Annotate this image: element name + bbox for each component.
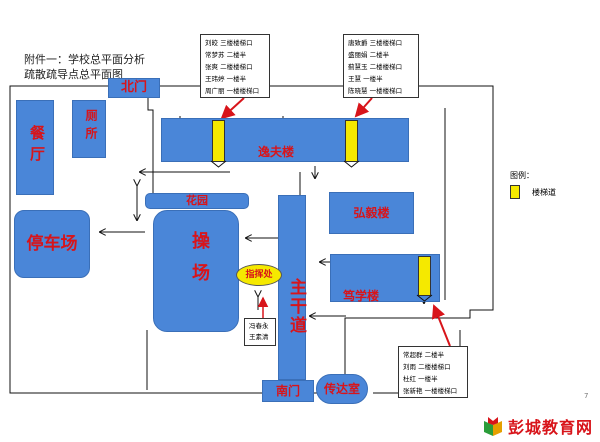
hongyi-label: 弘毅楼 [353, 206, 390, 220]
command-post: 指挥处 [236, 264, 282, 286]
stair-arrow-1 [210, 160, 227, 168]
note-line: 唐致爵 三楼楼梯口 [348, 39, 403, 47]
south-gate: 南门 [262, 380, 314, 402]
main-road: 主干道 [278, 195, 306, 380]
legend: 图例： 楼梯道 [510, 170, 556, 199]
note-line: 常超群 二楼半 [403, 351, 445, 359]
note-line: 王玮婷 一楼半 [205, 75, 247, 83]
duxue-label: 笃学楼 [343, 289, 380, 303]
page-number: 7 [584, 392, 589, 400]
note-line: 刘雨 二楼楼梯口 [403, 363, 451, 371]
stair-arrow-2 [343, 160, 360, 168]
note-line: 张爽 二楼楼梯口 [205, 63, 253, 71]
legend-stair-swatch [510, 185, 520, 199]
note-command: 冯春永 王素清 [244, 318, 276, 346]
playground-label: 操场 [189, 231, 210, 295]
guard-room-label: 传达室 [323, 382, 360, 396]
guard-room: 传达室 [316, 374, 368, 404]
yifu-building: 逸夫楼 [161, 118, 409, 162]
stair-yifu-right [345, 120, 358, 162]
book-logo-icon [484, 417, 502, 436]
note-line: 常梦苏 二楼半 [205, 51, 247, 59]
toilet: 厕所 [72, 100, 106, 158]
canteen: 餐厅 [16, 100, 54, 195]
playground: 操场 [153, 210, 239, 332]
stair-arrow-3 [416, 294, 433, 302]
toilet-label: 厕所 [84, 109, 98, 145]
note-line: 陈晓慧 一楼楼梯口 [348, 87, 403, 95]
note-line: 冯春永 [249, 322, 269, 330]
note-yifu-left: 刘皎 三楼楼梯口 常梦苏 二楼半 张爽 二楼楼梯口 王玮婷 一楼半 周广丽 一楼… [200, 34, 270, 98]
title-line-2: 疏散疏导点总平面图 [24, 68, 123, 81]
garden-label: 花园 [186, 194, 208, 207]
note-line: 周广丽 一楼楼梯口 [205, 87, 260, 95]
stair-duxue [418, 256, 431, 296]
yifu-label: 逸夫楼 [258, 145, 295, 159]
note-line: 蓟慧玉 二楼楼梯口 [348, 63, 403, 71]
note-duxue: 常超群 二楼半 刘雨 二楼楼梯口 杜红 一楼半 张新艳 一楼楼梯口 [398, 346, 468, 398]
main-road-label: 主干道 [286, 278, 306, 335]
note-line: 王素清 [249, 333, 269, 341]
stair-yifu-left [212, 120, 225, 162]
north-gate: 北门 [108, 78, 160, 98]
note-line: 王慧 一楼半 [348, 75, 383, 83]
note-line: 张新艳 一楼楼梯口 [403, 387, 458, 395]
canteen-label: 餐厅 [28, 125, 46, 167]
page-title: 附件一：学校总平面分析 疏散疏导点总平面图 [24, 52, 145, 82]
command-post-label: 指挥处 [245, 270, 273, 280]
watermark-text: 彭城教育网 [508, 418, 594, 437]
garden: 花园 [145, 193, 249, 209]
note-line: 杜红 一楼半 [403, 375, 438, 383]
parking-label: 停车场 [26, 234, 78, 254]
south-gate-label: 南门 [275, 384, 300, 398]
title-line-1: 附件一：学校总平面分析 [24, 53, 145, 66]
note-line: 盛丽娟 二楼半 [348, 51, 390, 59]
watermark: 彭城教育网 [482, 412, 600, 440]
north-gate-label: 北门 [120, 80, 147, 95]
note-line: 刘皎 三楼楼梯口 [205, 39, 253, 47]
hongyi-building: 弘毅楼 [329, 192, 414, 234]
parking-lot: 停车场 [14, 210, 90, 278]
legend-title: 图例： [510, 171, 534, 180]
note-yifu-right: 唐致爵 三楼楼梯口 盛丽娟 二楼半 蓟慧玉 二楼楼梯口 王慧 一楼半 陈晓慧 一… [343, 34, 419, 98]
legend-stair-label: 楼梯道 [532, 187, 556, 197]
